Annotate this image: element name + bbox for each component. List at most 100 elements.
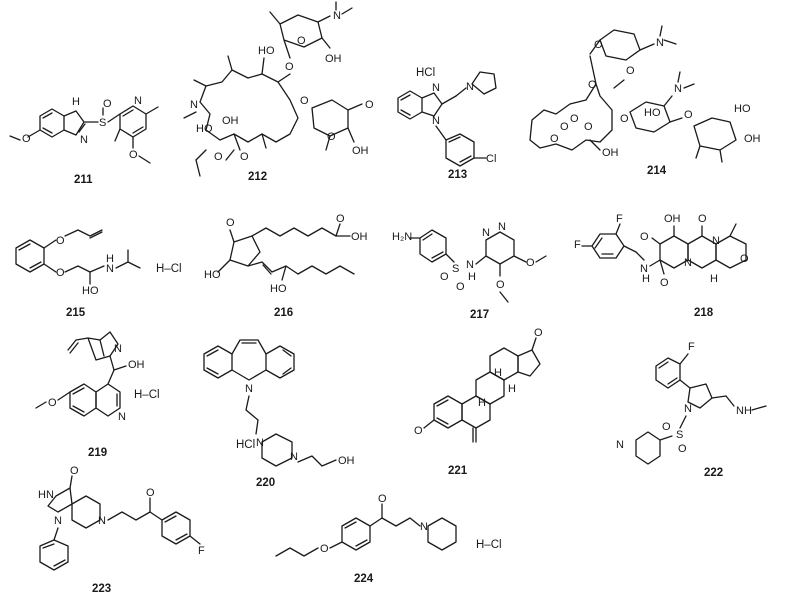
- atom-o-214c: O: [584, 121, 593, 133]
- atom-ho-216b: HO: [270, 283, 287, 295]
- atom-f-223: F: [198, 545, 205, 557]
- compound-212: O N OH O HO N OH HO O O O O O OH: [183, 1, 374, 183]
- compound-label-218: 218: [694, 307, 714, 319]
- atom-s: S: [99, 117, 106, 129]
- compound-222: F N NH S O O N 222: [616, 341, 767, 479]
- compound-218: F F N H O O OH N O N O H 218: [574, 213, 749, 319]
- atom-o-aldehyde: O: [626, 65, 635, 77]
- atom-n-217: N: [466, 259, 474, 271]
- atom-ho-215: HO: [82, 285, 99, 297]
- atom-ho-2: HO: [196, 123, 213, 135]
- atom-o-219: O: [48, 397, 57, 409]
- atom-o-221: O: [414, 425, 423, 437]
- atom-o-sugar: O: [297, 35, 306, 47]
- atom-ho-214: HO: [644, 107, 661, 119]
- atom-nh-label: NH: [736, 405, 752, 417]
- atom-o-sulfoxide: O: [103, 98, 112, 110]
- compound-221: O H H H O 221: [414, 327, 543, 477]
- atom-n-218b: N: [684, 257, 692, 269]
- compound-label-213: 213: [448, 169, 467, 181]
- salt-219: H–Cl: [134, 389, 160, 401]
- atom-n-215: N: [106, 263, 114, 275]
- atom-n-pyrrolidine: N: [466, 81, 474, 93]
- atom-h-218: H: [642, 273, 650, 285]
- atom-o-214g: O: [620, 113, 629, 125]
- compound-label-222: 222: [704, 467, 723, 479]
- atom-n-224: N: [420, 521, 428, 533]
- atom-oh-218: OH: [664, 213, 681, 225]
- atom-o-glyco2: O: [300, 95, 309, 107]
- atom-n-213b: N: [432, 115, 440, 127]
- atom-o-methoxy: O: [129, 149, 138, 161]
- compound-label-223: 223: [92, 583, 111, 595]
- atom-h-217: H: [468, 271, 476, 283]
- salt-215: H–Cl: [156, 263, 182, 275]
- atom-o-223a: O: [70, 465, 79, 477]
- compound-label-224: 224: [354, 573, 374, 585]
- atom-n-dimethyl: N: [333, 10, 341, 22]
- compound-label-214: 214: [647, 165, 667, 177]
- compound-214: O N O O O O O O OH O HO N O HO OH 214: [529, 25, 761, 177]
- atom-oh-214b: OH: [744, 133, 761, 145]
- compound-label-221: 221: [448, 465, 468, 477]
- compound-213: HCl N N N Cl 213: [397, 67, 497, 181]
- compound-label-215: 215: [66, 307, 86, 319]
- atom-o-glyco: O: [285, 61, 294, 73]
- atom-n2: N: [80, 134, 88, 146]
- compound-223: HN O N N O F 223: [38, 465, 205, 595]
- atom-oh-214: OH: [602, 147, 619, 159]
- atom-o-215a: O: [56, 235, 65, 247]
- atom-o-218d: O: [740, 253, 749, 265]
- compound-216: O HO O OH HO 216: [204, 213, 368, 319]
- compound-label-217: 217: [470, 309, 489, 321]
- atom-o-214h: O: [684, 109, 693, 121]
- atom-o-sugar2: O: [327, 131, 336, 143]
- compound-label-211: 211: [74, 174, 93, 186]
- atom-o-217c: O: [526, 257, 535, 269]
- atom-o-217a: O: [440, 271, 449, 283]
- atom-n-214b: N: [674, 83, 682, 95]
- atom-o-217b: O: [456, 281, 465, 293]
- compound-label-216: 216: [274, 307, 293, 319]
- atom-s-217: S: [452, 263, 459, 275]
- atom-oh-sugar2: OH: [352, 145, 369, 157]
- compound-224: O O N H–Cl 224: [275, 493, 502, 585]
- atom-f-222: F: [688, 341, 695, 353]
- compound-215: O O HO H N H–Cl 215: [15, 229, 182, 319]
- atom-o-224a: O: [320, 543, 329, 555]
- atom-f-218b: F: [616, 213, 623, 225]
- atom-oh-sugar: OH: [325, 53, 342, 65]
- compound-219: N OH N O H–Cl 219: [35, 331, 160, 459]
- atom-ho-216: HO: [204, 269, 221, 281]
- atom-h2n-217: H₂N: [392, 231, 412, 243]
- atom-o-224b: O: [378, 493, 387, 505]
- atom-oh-216: OH: [351, 231, 368, 243]
- atom-n-220b: N: [256, 437, 264, 449]
- compound-211: O H N S O N O 211: [9, 95, 159, 186]
- atom-o-carbonyl: O: [214, 151, 223, 163]
- atom-ho-1: HO: [258, 45, 275, 57]
- atom-nh: H: [72, 96, 80, 108]
- atom-o-222a: O: [662, 421, 671, 433]
- atom-o-216b: O: [336, 213, 345, 225]
- atom-o-215b: O: [56, 267, 65, 279]
- salt-213: HCl: [416, 67, 435, 79]
- atom-n-222: N: [684, 403, 692, 415]
- atom-n-218c: N: [712, 235, 720, 247]
- atom-h-218b: H: [710, 273, 718, 285]
- atom-n-223a: N: [54, 515, 62, 527]
- atom-o-methoxy2: O: [365, 99, 374, 111]
- compound-220: N N N OH HCl 220: [203, 339, 355, 489]
- atom-ho-214b: HO: [734, 103, 751, 115]
- atom-h-221a: H: [478, 397, 486, 409]
- atom-o-218c: O: [698, 213, 707, 225]
- atom-o-222b: O: [678, 443, 687, 455]
- atom-f-218a: F: [574, 239, 581, 251]
- atom-o-214a: O: [594, 39, 603, 51]
- atom-n-220c: N: [290, 451, 298, 463]
- salt-220: HCl: [236, 439, 255, 451]
- atom-n-219: N: [114, 343, 122, 355]
- atom-oh-2: OH: [222, 115, 239, 127]
- compound-label-212: 212: [248, 171, 267, 183]
- compound-217: H₂N S O O N H N N O O 217: [392, 221, 547, 321]
